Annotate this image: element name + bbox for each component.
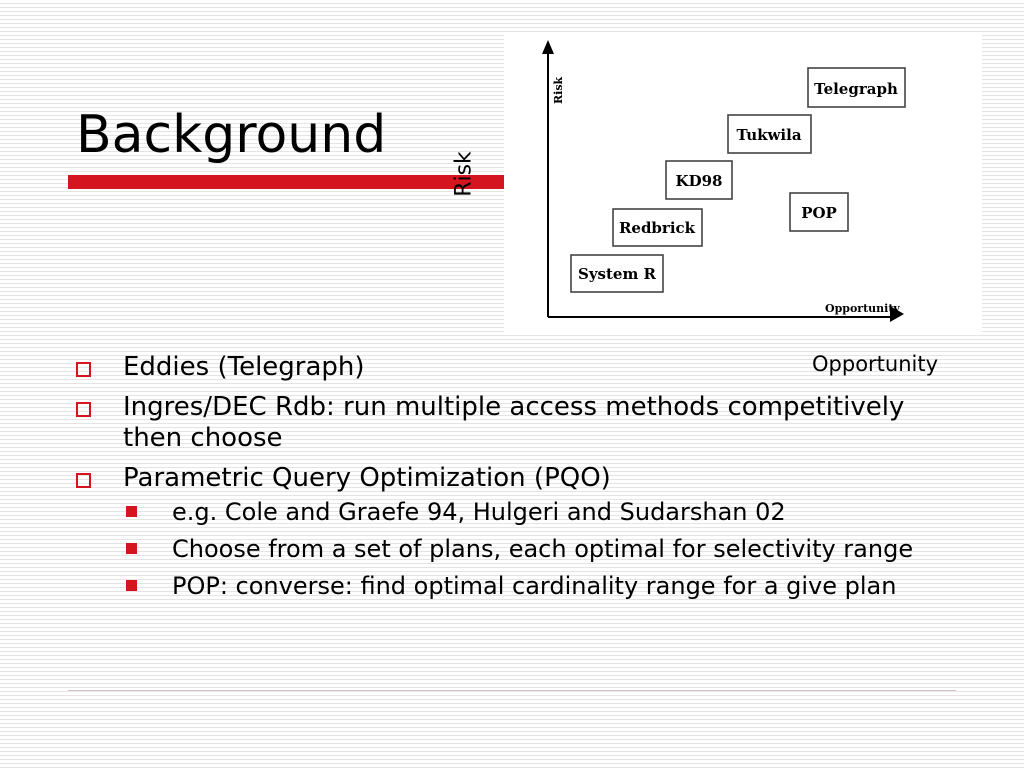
filled-square-bullet-icon <box>126 580 137 591</box>
risk-opportunity-diagram: Risk Opportunity Telegraph Tukwila KD98 … <box>504 32 982 334</box>
node-system-r: System R <box>570 254 664 293</box>
node-tukwila: Tukwila <box>727 114 812 154</box>
sub-bullet-text: Choose from a set of plans, each optimal… <box>172 535 914 563</box>
node-redbrick-label: Redbrick <box>619 219 696 237</box>
y-axis-arrow-icon <box>542 40 554 54</box>
node-system-r-label: System R <box>578 265 657 283</box>
node-tukwila-label: Tukwila <box>736 126 801 144</box>
node-redbrick: Redbrick <box>612 208 703 247</box>
bullet-item: Eddies (Telegraph) <box>70 352 970 383</box>
title-accent-bar <box>68 175 504 189</box>
x-axis-label: Opportunity <box>825 302 900 315</box>
slide-title: Background <box>76 105 387 165</box>
filled-square-bullet-icon <box>126 543 137 554</box>
hollow-square-bullet-icon <box>76 473 91 488</box>
bullet-list: Eddies (Telegraph) Ingres/DEC Rdb: run m… <box>70 352 970 611</box>
bullet-text: Parametric Query Optimization (PQO) <box>123 463 611 493</box>
sub-bullet-text: e.g. Cole and Graefe 94, Hulgeri and Sud… <box>172 498 786 526</box>
node-telegraph: Telegraph <box>807 67 906 108</box>
sub-bullet-item: e.g. Cole and Graefe 94, Hulgeri and Sud… <box>70 497 970 528</box>
bullet-text: Eddies (Telegraph) <box>123 352 365 382</box>
node-telegraph-label: Telegraph <box>814 80 898 98</box>
sub-bullet-text: POP: converse: find optimal cardinality … <box>172 572 897 600</box>
node-pop-label: POP <box>801 204 837 222</box>
hollow-square-bullet-icon <box>76 402 91 417</box>
sub-bullet-list: e.g. Cole and Graefe 94, Hulgeri and Sud… <box>70 497 970 602</box>
sub-bullet-item: POP: converse: find optimal cardinality … <box>70 571 970 602</box>
filled-square-bullet-icon <box>126 506 137 517</box>
bullet-item: Parametric Query Optimization (PQO) e.g.… <box>70 463 970 602</box>
diagram-svg: Risk Opportunity Telegraph Tukwila KD98 … <box>542 40 906 322</box>
node-pop: POP <box>789 192 849 232</box>
bullet-text: Ingres/DEC Rdb: run multiple access meth… <box>123 392 905 453</box>
opportunity-label: Opportunity <box>812 352 939 376</box>
y-axis-label: Risk <box>552 76 565 104</box>
bullet-item: Ingres/DEC Rdb: run multiple access meth… <box>70 392 970 454</box>
x-axis-arrow-icon <box>890 306 904 322</box>
footer-divider <box>68 690 956 691</box>
hollow-square-bullet-icon <box>76 362 91 377</box>
risk-side-label-text: Risk <box>451 151 477 197</box>
sub-bullet-item: Choose from a set of plans, each optimal… <box>70 534 970 565</box>
node-kd98: KD98 <box>665 160 733 200</box>
node-kd98-label: KD98 <box>676 172 723 190</box>
